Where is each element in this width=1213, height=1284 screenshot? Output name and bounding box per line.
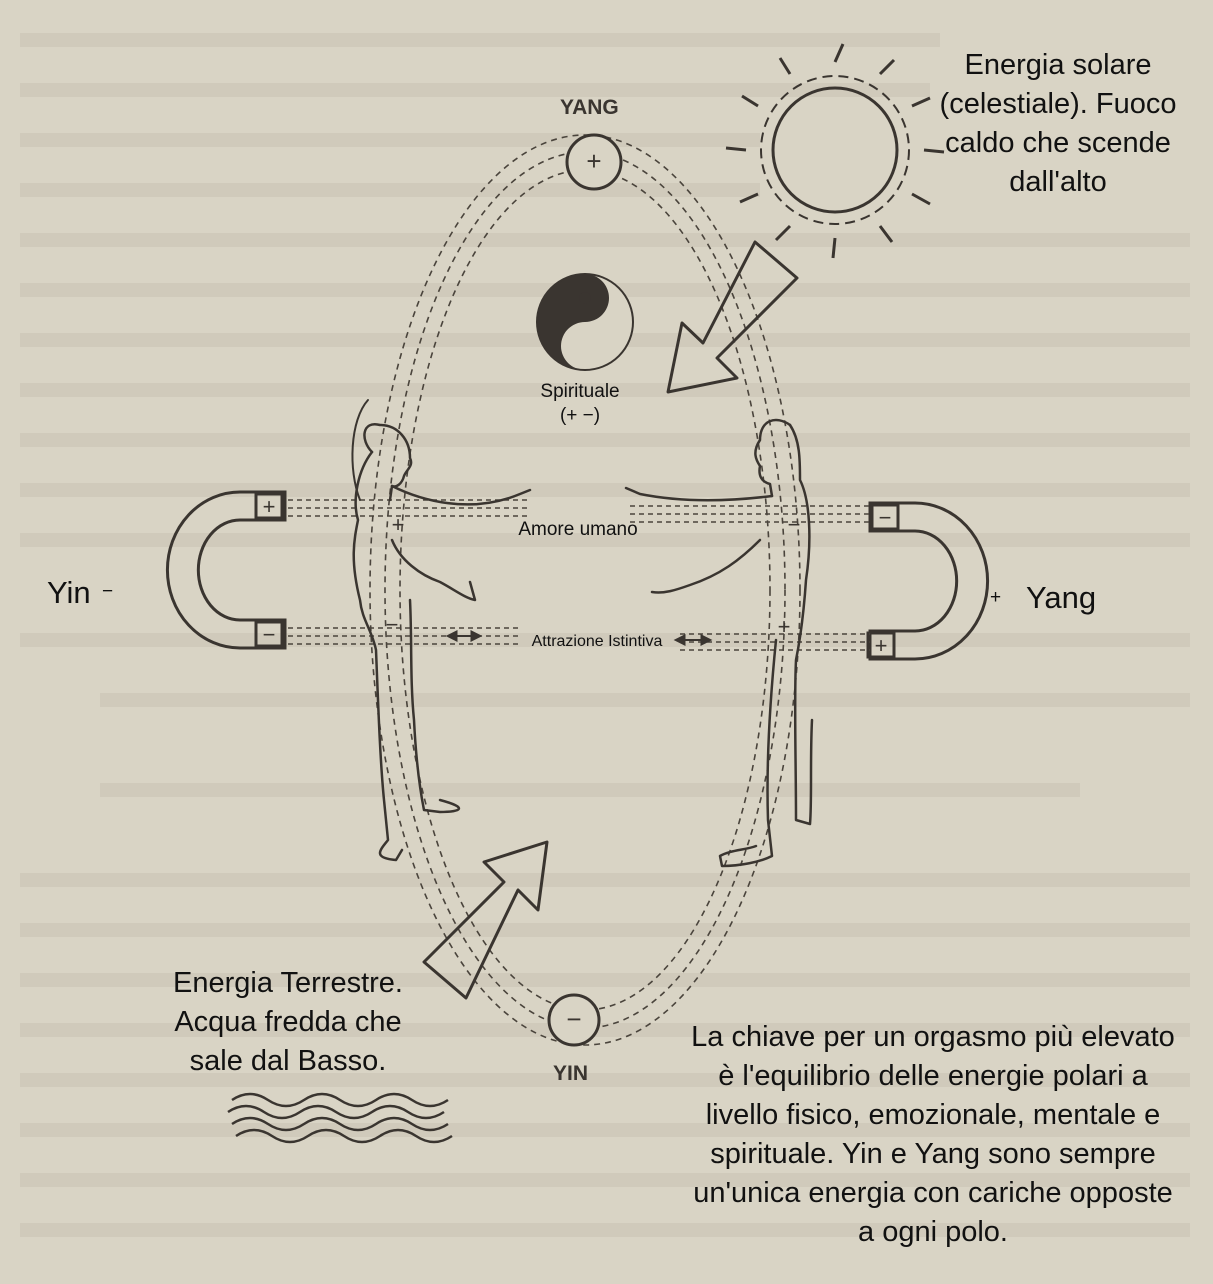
yang-pole-circle: + [567,135,621,189]
yin-pole-sign: − [566,1004,581,1034]
yang-side-sign: + [990,586,1001,610]
key-caption: La chiave per un orgasmo più elevato è l… [688,1018,1178,1252]
solar-energy-caption: Energia solare (celestiale). Fuoco caldo… [938,46,1178,202]
attraction-label: Attrazione Istintiva [512,632,682,652]
woman-heart-sign: + [392,512,405,537]
man-pelvis-sign: + [778,614,791,639]
yin-side-label: Yin [47,573,91,612]
right-magnet-minus: − [879,505,892,530]
spiritual-signs: (+ −) [540,404,620,428]
left-magnet-minus: − [263,622,276,647]
earth-energy-caption: Energia Terrestre. Acqua fredda che sale… [148,964,428,1081]
sun-icon [726,44,944,258]
right-magnet-plus: + [875,633,888,658]
yin-yang-icon [537,274,633,370]
yang-pole-sign: + [586,146,601,176]
solar-energy-arrow [668,242,797,392]
woman-pelvis-sign: − [386,612,399,637]
yang-pole-label: YANG [560,96,619,120]
left-magnet-plus: + [263,494,276,519]
yin-side-sign: − [102,580,113,604]
spiritual-label: Spirituale [515,380,645,404]
yin-pole-label: YIN [553,1062,588,1086]
man-heart-sign: − [788,512,801,537]
energy-circuit-oval [370,135,800,1045]
yin-pole-circle: − [549,995,599,1045]
yang-side-label: Yang [1026,578,1096,617]
left-magnet-icon: + − [167,492,285,648]
love-label: Amore umano [488,518,668,542]
